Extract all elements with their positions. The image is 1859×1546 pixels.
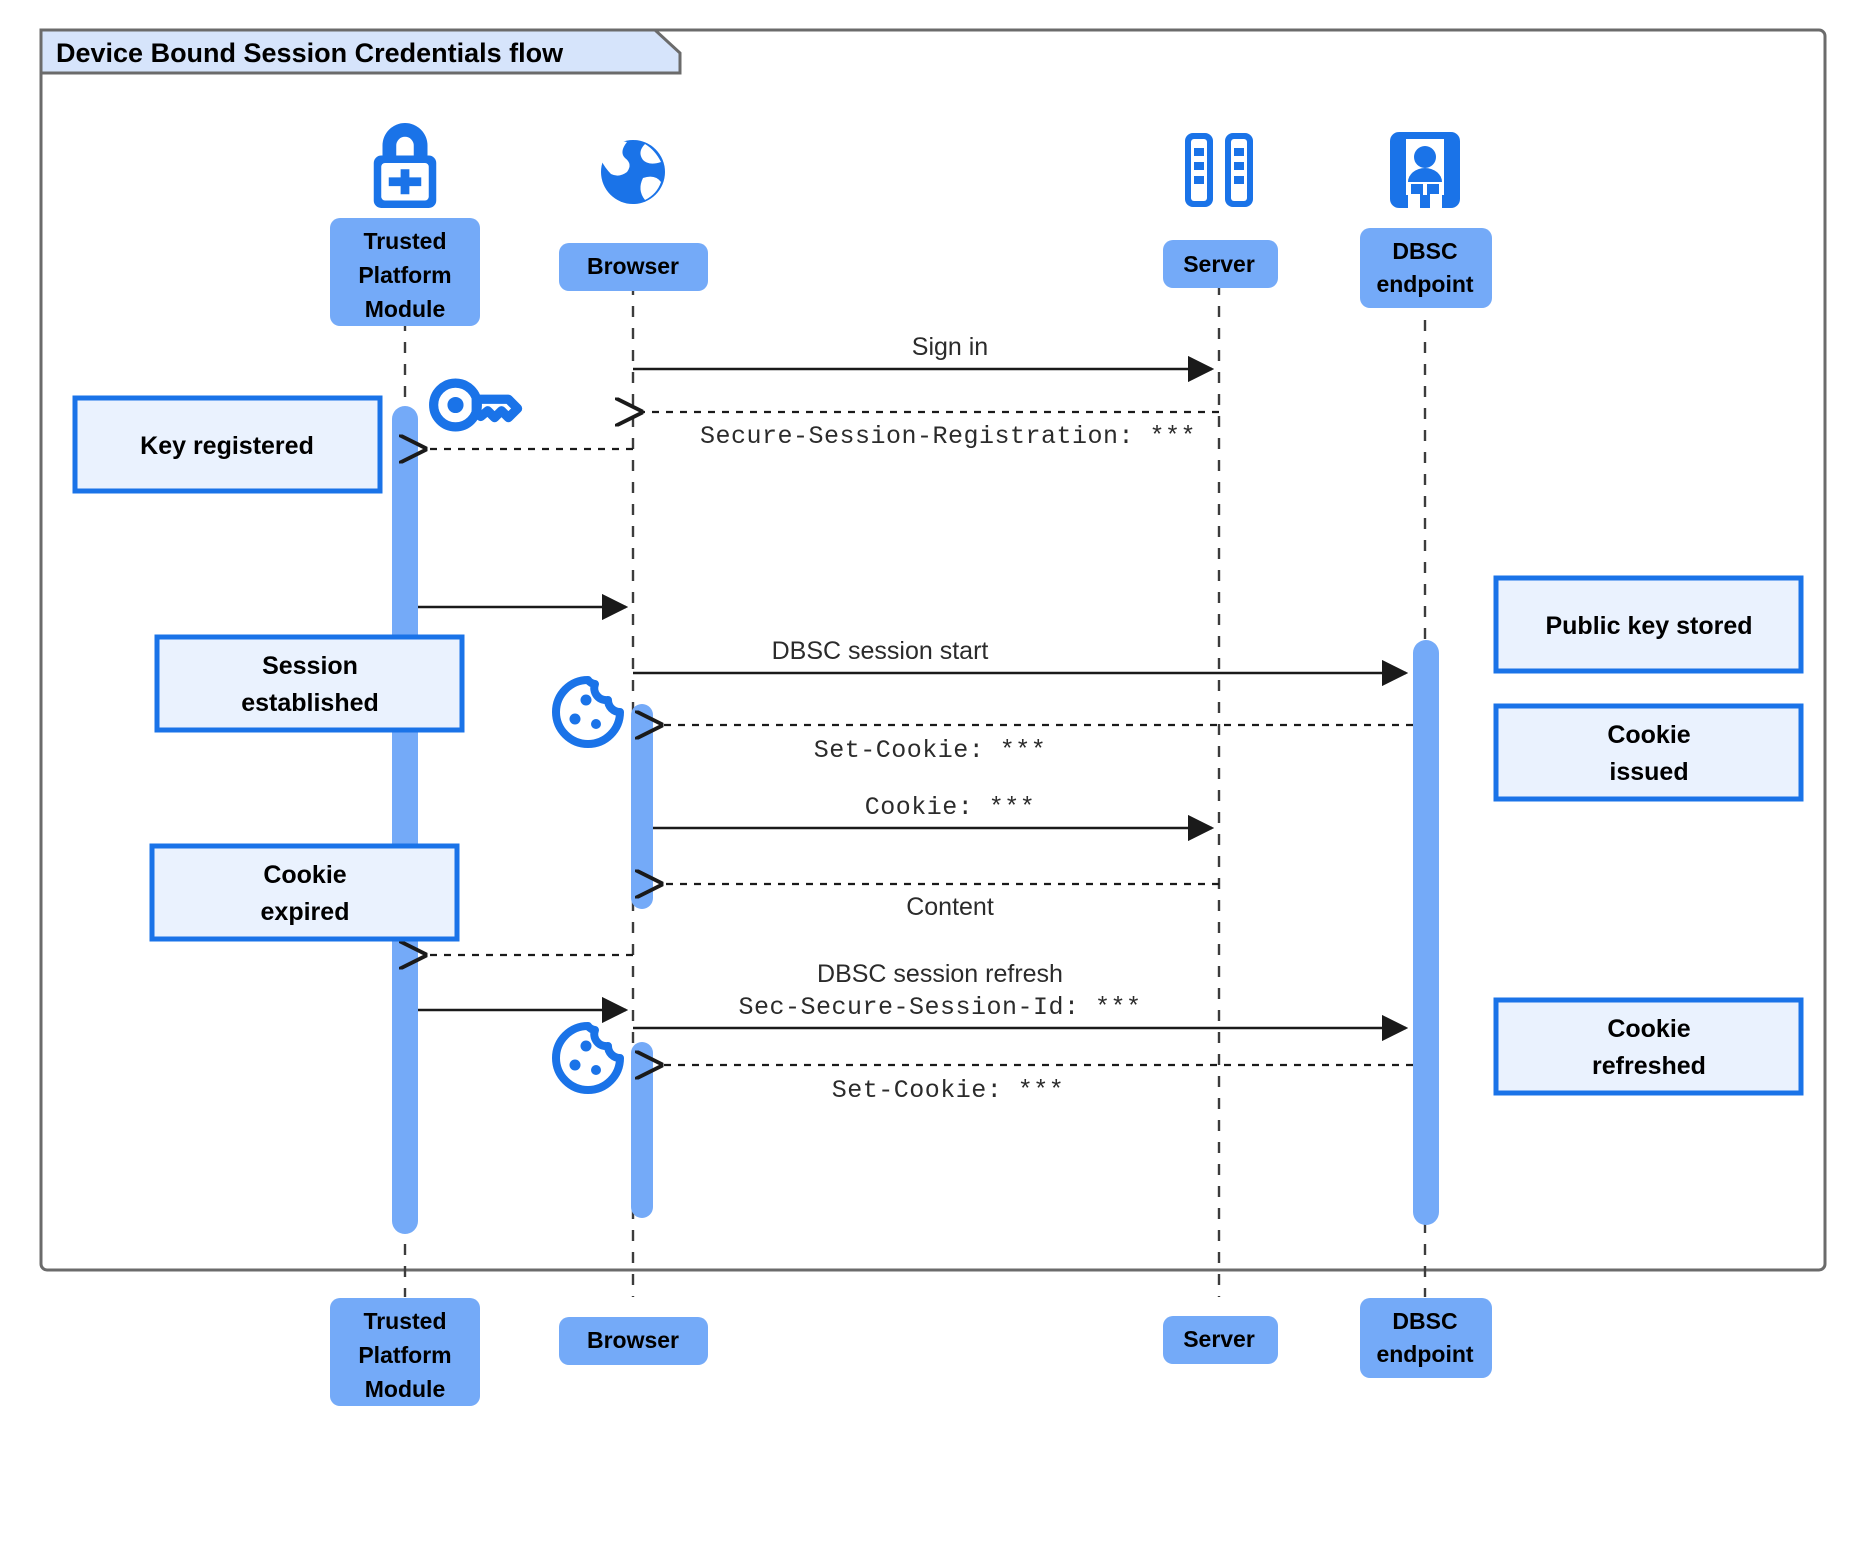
participant-label-dbsc-bottom-line2: endpoint — [1376, 1341, 1473, 1367]
participant-label-browser-bottom: Browser — [587, 1327, 679, 1353]
activation-bar-browser-2 — [631, 1042, 653, 1218]
participant-label-dbsc-line2: endpoint — [1376, 271, 1473, 297]
page-title: Device Bound Session Credentials flow — [56, 38, 564, 68]
note-public-key-stored: Public key stored — [1493, 575, 1804, 674]
note-label: Key registered — [140, 432, 314, 460]
participant-label-tpm-line2: Platform — [358, 262, 451, 288]
note-box — [154, 634, 465, 733]
participant-label-tpm-bottom-line1: Trusted — [363, 1308, 446, 1334]
note-label-line1: Cookie — [1607, 1015, 1690, 1043]
participant-box-browser-bottom[interactable] — [559, 1317, 708, 1365]
participant-label-server-bottom: Server — [1183, 1326, 1255, 1352]
message-label-set-cookie-2: Set-Cookie: *** — [832, 1076, 1065, 1105]
participant-label-server: Server — [1183, 251, 1255, 277]
note-label-line2: refreshed — [1592, 1052, 1706, 1080]
note-cookie-expired: Cookie expired — [149, 843, 460, 942]
participant-footer-tpm[interactable]: Trusted Platform Module — [330, 1298, 480, 1406]
id-badge-icon — [1390, 132, 1460, 208]
note-cookie-refreshed: Cookie refreshed — [1493, 997, 1804, 1096]
participant-footer-dbsc[interactable]: DBSC endpoint — [1360, 1298, 1492, 1378]
participant-box-server[interactable] — [1163, 240, 1278, 288]
message-label-sign-in: Sign in — [912, 333, 988, 361]
note-label-line2: established — [241, 689, 379, 717]
participant-label-tpm-bottom-line2: Platform — [358, 1342, 451, 1368]
participant-header-dbsc[interactable]: DBSC endpoint — [1360, 228, 1492, 308]
participant-label-tpm-line3: Module — [365, 296, 446, 322]
note-label-line2: issued — [1609, 758, 1688, 786]
participant-box-dbsc-bottom[interactable] — [1360, 1298, 1492, 1378]
frame-title-tab — [39, 28, 682, 75]
diagram-frame — [39, 28, 1827, 1272]
note-cookie-issued: Cookie issued — [1493, 703, 1804, 802]
cookie-icon — [552, 1022, 624, 1094]
participant-box-server-bottom[interactable] — [1163, 1316, 1278, 1364]
message-label-dbsc-session-refresh: DBSC session refresh — [817, 960, 1063, 988]
participant-box-dbsc[interactable] — [1360, 228, 1492, 308]
participant-label-dbsc-bottom-line1: DBSC — [1392, 1308, 1457, 1334]
note-key-registered: Key registered — [72, 395, 383, 494]
note-label-line1: Session — [262, 652, 358, 680]
note-label-line2: expired — [261, 898, 350, 926]
note-box — [1493, 575, 1804, 674]
message-label-sec-secure-session-id: Sec-Secure-Session-Id: *** — [738, 993, 1141, 1022]
participant-box-tpm[interactable] — [330, 218, 480, 326]
participant-header-browser[interactable]: Browser — [559, 243, 708, 291]
lock-plus-icon — [373, 123, 437, 208]
message-label-secure-session-registration: Secure-Session-Registration: *** — [700, 422, 1196, 451]
participant-label-tpm-bottom-line3: Module — [365, 1376, 446, 1402]
note-label: Public key stored — [1545, 612, 1752, 640]
activation-bar-browser-1 — [631, 704, 653, 909]
key-icon — [429, 378, 523, 432]
cookie-icon — [552, 676, 624, 748]
note-box — [1493, 703, 1804, 802]
note-label-line1: Cookie — [263, 861, 346, 889]
activation-bar-dbsc — [1413, 640, 1439, 1225]
note-label-line1: Cookie — [1607, 721, 1690, 749]
message-label-content: Content — [906, 893, 994, 921]
note-box — [1493, 997, 1804, 1096]
participant-label-dbsc-line1: DBSC — [1392, 238, 1457, 264]
activation-bar-tpm — [392, 406, 418, 1234]
globe-icon — [601, 140, 665, 204]
participant-label-browser: Browser — [587, 253, 679, 279]
participant-footer-server[interactable]: Server — [1163, 1316, 1278, 1364]
server-rack-icon — [1185, 133, 1253, 207]
participant-footer-browser[interactable]: Browser — [559, 1317, 708, 1365]
note-box — [149, 843, 460, 942]
participant-label-tpm-line1: Trusted — [363, 228, 446, 254]
participant-header-server[interactable]: Server — [1163, 240, 1278, 288]
activation-bars — [392, 406, 1439, 1234]
participant-box-browser[interactable] — [559, 243, 708, 291]
participant-box-tpm-bottom[interactable] — [330, 1298, 480, 1406]
note-session-established: Session established — [154, 634, 465, 733]
participant-header-tpm[interactable]: Trusted Platform Module — [330, 218, 480, 326]
note-box — [72, 395, 383, 494]
message-label-set-cookie-1: Set-Cookie: *** — [814, 736, 1047, 765]
message-label-cookie: Cookie: *** — [865, 793, 1036, 822]
message-label-dbsc-session-start: DBSC session start — [772, 637, 989, 665]
